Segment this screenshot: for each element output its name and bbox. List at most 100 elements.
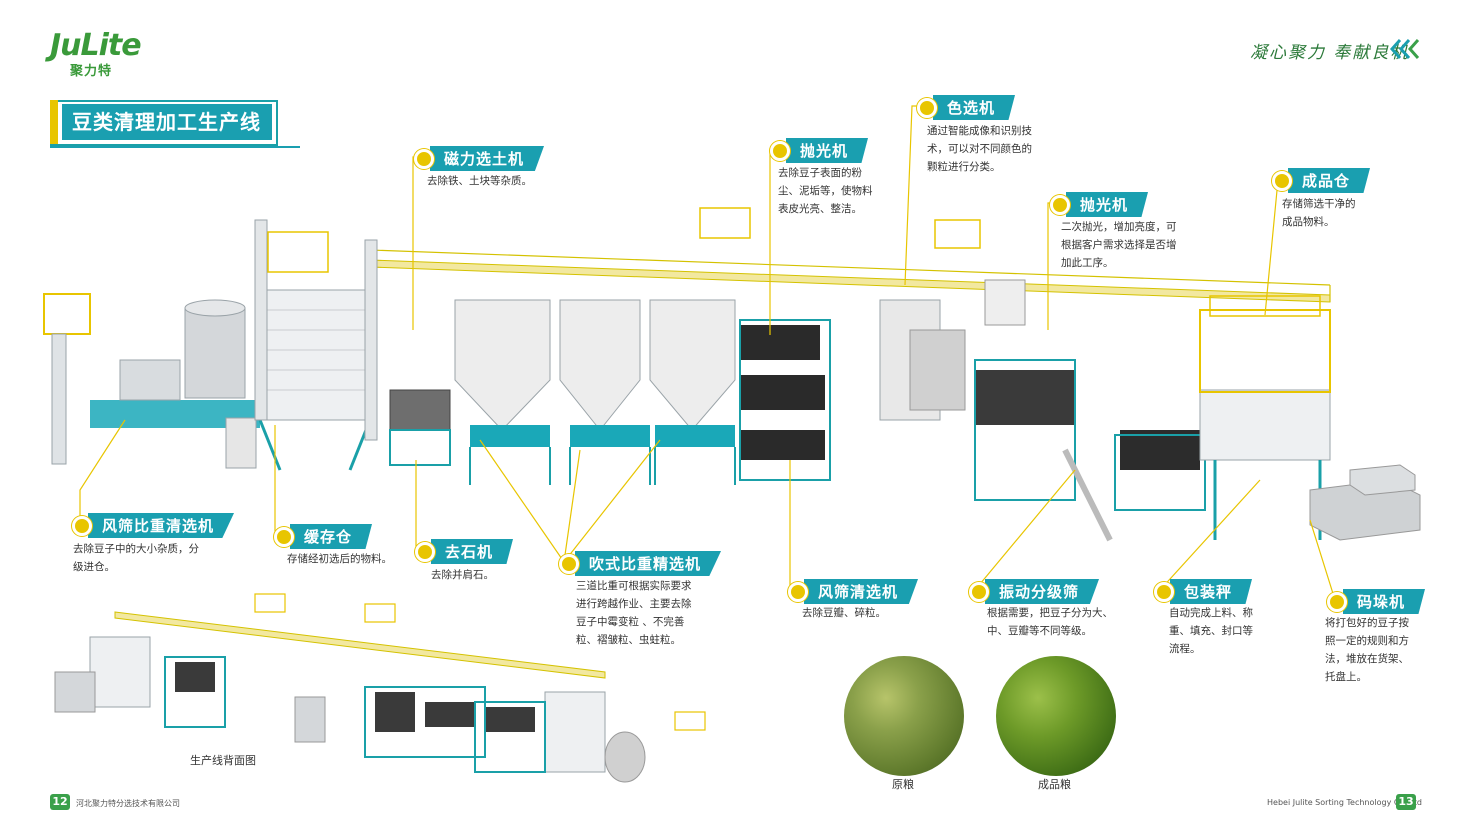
desc-line: 进行跨越作业、主要去除 — [576, 598, 692, 610]
label-polisher-1: 抛光机 — [770, 138, 869, 163]
desc-line: 重、填充、封口等 — [1169, 625, 1253, 637]
section-title-frame — [50, 100, 278, 146]
marker-dot — [1050, 194, 1070, 215]
label-title: 缓存仓 — [290, 524, 373, 549]
desc-line: 表皮光亮、整洁。 — [778, 203, 862, 215]
desc-line: 托盘上。 — [1325, 671, 1367, 683]
label-air-screen: 风筛清选机 — [788, 579, 919, 604]
marker-dot — [770, 140, 790, 161]
company-name-en: Hebei Julite Sorting Technology Co.,Ltd — [1267, 798, 1422, 807]
label-desc: 去除豆子表面的粉 尘、泥垢等，使物料 表皮光亮、整洁。 — [778, 164, 873, 218]
marker-dot — [415, 541, 435, 562]
desc-line: 加此工序。 — [1061, 257, 1114, 269]
label-air-screen-gravity: 风筛比重清选机 — [72, 513, 235, 538]
label-title: 振动分级筛 — [985, 579, 1100, 604]
desc-line: 去除铁、土块等杂质。 — [427, 175, 532, 187]
label-title: 吹式比重精选机 — [575, 551, 722, 576]
label-desc: 三道比重可根据实际要求 进行跨越作业、主要去除 豆子中霉变粒 、不完善 粒、褶皱… — [576, 577, 692, 649]
label-polisher-2: 抛光机 — [1050, 192, 1149, 217]
desc-line: 三道比重可根据实际要求 — [576, 580, 692, 592]
desc-line: 将打包好的豆子按 — [1325, 617, 1409, 629]
raw-beans-image — [844, 656, 964, 776]
label-title: 磁力选土机 — [430, 146, 545, 171]
label-title: 色选机 — [933, 95, 1016, 120]
label-desc: 通过智能成像和识别技 术，可以对不同颜色的 颗粒进行分类。 — [927, 122, 1032, 176]
page-number-right: 13 — [1396, 794, 1416, 810]
desc-line: 中、豆瓣等不同等级。 — [987, 625, 1092, 637]
desc-line: 级进仓。 — [73, 561, 115, 573]
label-destoner: 去石机 — [415, 539, 514, 564]
marker-dot — [414, 148, 434, 169]
desc-line: 颗粒进行分类。 — [927, 161, 1001, 173]
desc-line: 去除并肩石。 — [431, 569, 494, 581]
raw-beans-caption: 原粮 — [892, 778, 914, 791]
desc-line: 二次抛光，增加亮度，可 — [1061, 221, 1177, 233]
label-title: 码垛机 — [1343, 589, 1426, 614]
label-desc: 存储经初选后的物料。 — [287, 550, 392, 568]
desc-line: 粒、褶皱粒、虫蛀粒。 — [576, 634, 681, 646]
label-desc: 自动完成上料、称 重、填充、封口等 流程。 — [1169, 604, 1253, 658]
label-title: 风筛清选机 — [804, 579, 919, 604]
marker-dot — [1154, 581, 1174, 602]
section-title: 豆类清理加工生产线 — [62, 104, 272, 140]
marker-dot — [1327, 591, 1347, 612]
label-desc: 去除铁、土块等杂质。 — [427, 172, 532, 190]
marker-dot — [917, 97, 937, 118]
label-desc: 根据需要，把豆子分为大、 中、豆瓣等不同等级。 — [987, 604, 1113, 640]
desc-line: 豆子中霉变粒 、不完善 — [576, 616, 685, 628]
label-title: 抛光机 — [1066, 192, 1149, 217]
label-desc: 去除豆瓣、碎粒。 — [802, 604, 886, 622]
finished-beans-caption: 成品粮 — [1038, 778, 1071, 791]
company-name-cn: 河北聚力特分选技术有限公司 — [76, 799, 180, 808]
finished-beans-image — [996, 656, 1116, 776]
desc-line: 去除豆子中的大小杂质，分 — [73, 543, 199, 555]
desc-line: 尘、泥垢等，使物料 — [778, 185, 873, 197]
back-view-illustration — [54, 593, 706, 783]
desc-line: 根据客户需求选择是否增 — [1061, 239, 1177, 251]
desc-line: 存储筛选干净的 — [1282, 198, 1356, 210]
desc-line: 自动完成上料、称 — [1169, 607, 1253, 619]
label-title: 风筛比重清选机 — [88, 513, 235, 538]
marker-dot — [788, 581, 808, 602]
production-line-illustration — [43, 207, 1421, 542]
desc-line: 通过智能成像和识别技 — [927, 125, 1032, 137]
label-palletizer: 码垛机 — [1327, 589, 1426, 614]
page-number-left: 12 — [50, 794, 70, 810]
marker-dot — [72, 515, 92, 536]
marker-dot — [969, 581, 989, 602]
label-title: 抛光机 — [786, 138, 869, 163]
label-desc: 二次抛光，增加亮度，可 根据客户需求选择是否增 加此工序。 — [1061, 218, 1177, 272]
brand-logo: JuLite — [50, 28, 142, 63]
label-magnetic-separator: 磁力选土机 — [414, 146, 545, 171]
brand-logo-cn: 聚力特 — [70, 64, 113, 79]
label-desc: 将打包好的豆子按 照一定的规则和方 法，堆放在货架、 托盘上。 — [1325, 614, 1409, 686]
desc-line: 术，可以对不同颜色的 — [927, 143, 1032, 155]
back-view-caption: 生产线背面图 — [190, 754, 256, 767]
section-title-accent — [50, 100, 58, 144]
marker-dot — [559, 553, 579, 574]
desc-line: 照一定的规则和方 — [1325, 635, 1409, 647]
chevron-left-icon — [1389, 39, 1420, 59]
desc-line: 去除豆子表面的粉 — [778, 167, 862, 179]
label-desc: 去除并肩石。 — [431, 566, 494, 584]
label-vibrating-grader: 振动分级筛 — [969, 579, 1100, 604]
desc-line: 成品物料。 — [1282, 216, 1335, 228]
slogan: 凝心聚力 奉献良机 — [1250, 43, 1410, 63]
label-title: 成品仓 — [1288, 168, 1371, 193]
label-finished-bin: 成品仓 — [1272, 168, 1371, 193]
label-title: 包装秤 — [1170, 579, 1253, 604]
marker-dot — [274, 526, 294, 547]
desc-line: 法，堆放在货架、 — [1325, 653, 1409, 665]
label-buffer-bin: 缓存仓 — [274, 524, 373, 549]
label-title: 去石机 — [431, 539, 514, 564]
section-title-underline — [50, 146, 300, 148]
label-color-sorter: 色选机 — [917, 95, 1016, 120]
desc-line: 根据需要，把豆子分为大、 — [987, 607, 1113, 619]
desc-line: 流程。 — [1169, 643, 1201, 655]
label-desc: 存储筛选干净的 成品物料。 — [1282, 195, 1356, 231]
label-packing-scale: 包装秤 — [1154, 579, 1253, 604]
marker-dot — [1272, 170, 1292, 191]
desc-line: 存储经初选后的物料。 — [287, 553, 392, 565]
label-blow-gravity: 吹式比重精选机 — [559, 551, 722, 576]
desc-line: 去除豆瓣、碎粒。 — [802, 607, 886, 619]
